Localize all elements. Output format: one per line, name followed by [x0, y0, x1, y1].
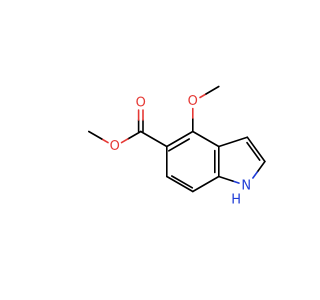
- bond-n1-c7a-b: [218, 175, 234, 182]
- bond-o-methyl-ester-a: [101, 138, 109, 144]
- carbonyl-oxygen-label: O: [136, 96, 146, 111]
- bond-c7-c7a: [192, 175, 220, 193]
- bond-c3a-c4: [192, 130, 220, 148]
- bond-o-methyl-ester-b: [88, 130, 103, 140]
- bond-c3-c2-inner: [246, 141, 261, 161]
- ring-hydrogen-label: H: [231, 192, 241, 207]
- ester-oxygen-label: O: [110, 139, 120, 154]
- bond-c-o-ester-b: [120, 138, 129, 144]
- bond-o-methyl-a: [199, 93, 207, 99]
- bond-c6-c7: [166, 175, 194, 193]
- bond-c5-carbonyl-c: [140, 130, 168, 148]
- ring-nitrogen-label: N: [241, 178, 251, 193]
- methoxy-oxygen-label: O: [188, 94, 198, 109]
- molecule-diagram: O O O N H: [88, 85, 266, 207]
- bond-c4-c5: [166, 130, 194, 148]
- bond-c4-c5-inner: [168, 138, 190, 152]
- bond-c-o-ester-a: [127, 130, 142, 140]
- bond-c3-c2: [246, 136, 266, 163]
- bond-c6-c7-inner: [171, 175, 194, 189]
- bond-c3a-c3: [218, 136, 249, 148]
- bond-n1-c7a-a: [232, 180, 240, 184]
- bond-o-methyl-b: [205, 85, 220, 95]
- bond-c2-n1-b: [252, 171, 259, 179]
- bond-c2-n1-a: [256, 160, 266, 173]
- structure-canvas: O O O N H: [88, 85, 266, 207]
